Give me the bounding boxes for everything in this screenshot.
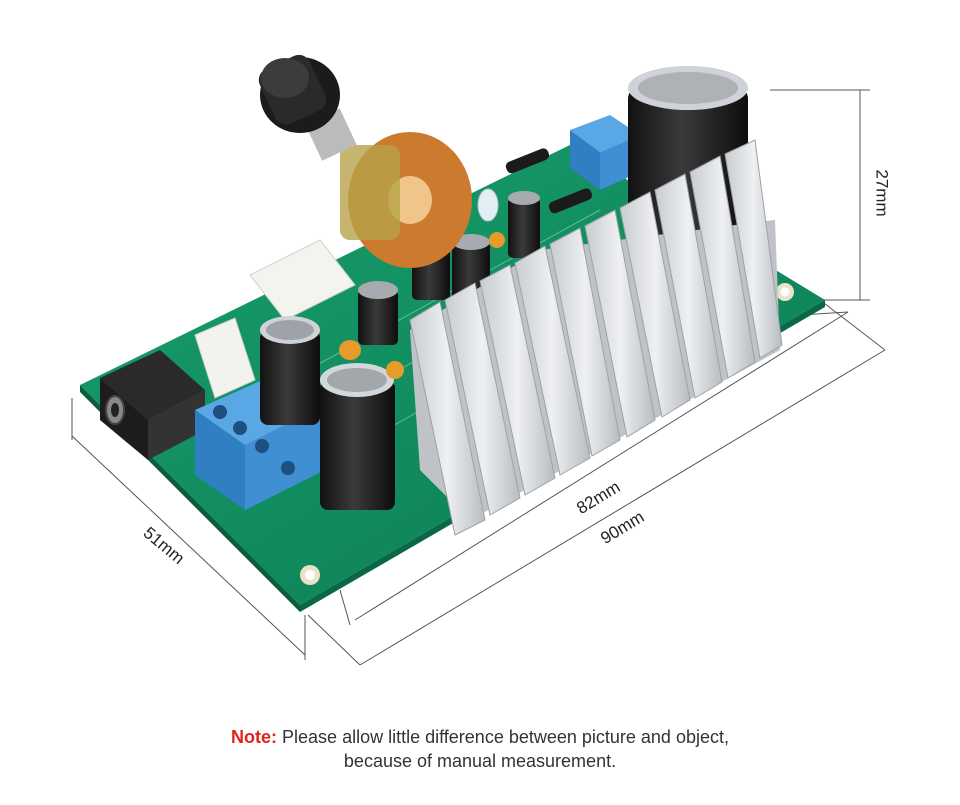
knob <box>258 54 340 133</box>
heatsink <box>409 139 783 536</box>
measurement-note: Note: Please allow little difference bet… <box>0 725 960 773</box>
height-dimension-label: 27mm <box>872 169 892 217</box>
filter-capacitor-1 <box>260 316 320 425</box>
led-indicator <box>477 188 499 222</box>
dimension-lines <box>71 89 886 666</box>
diodes <box>505 148 593 214</box>
headphone-jack <box>100 350 205 460</box>
filter-capacitor-2 <box>320 363 395 510</box>
white-connector-large <box>249 239 356 321</box>
note-prefix: Note: <box>231 727 278 747</box>
note-text-line-1: Please allow little difference between p… <box>282 727 729 747</box>
volume-potentiometer <box>305 108 472 268</box>
white-connector-small <box>194 317 256 399</box>
note-line-1: Note: Please allow little difference bet… <box>0 725 960 749</box>
note-text-line-2: because of manual measurement. <box>343 751 617 771</box>
